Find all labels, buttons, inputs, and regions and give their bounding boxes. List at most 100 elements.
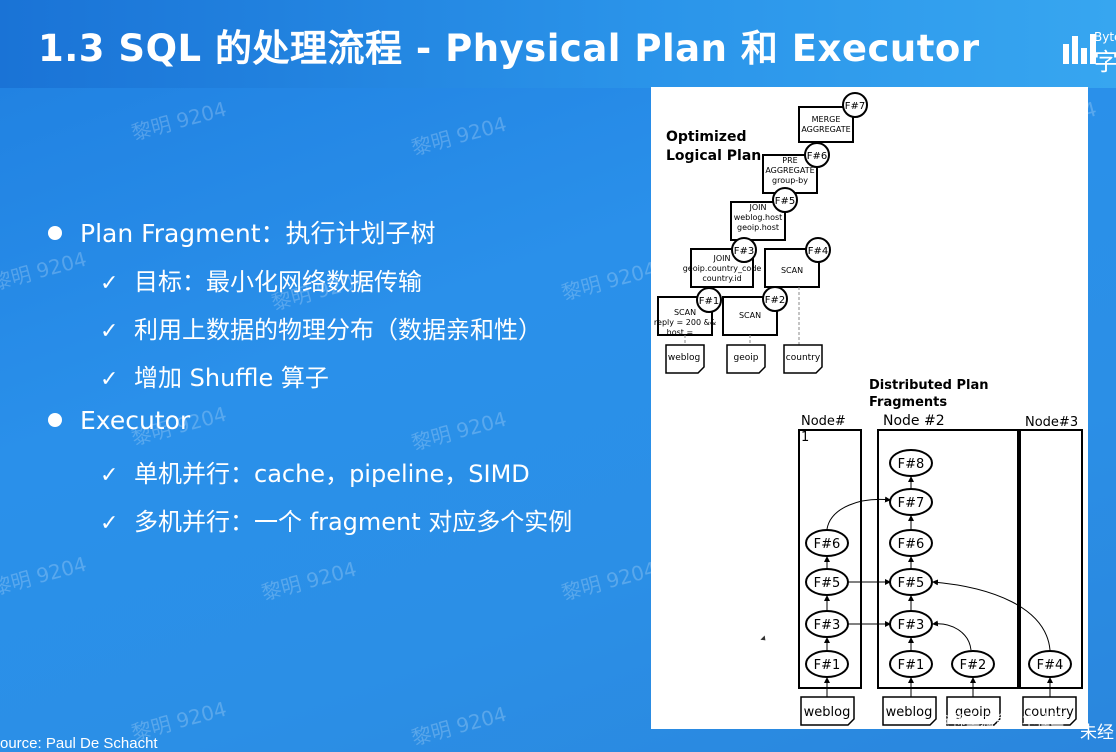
- watermark: 黎明 9204: [408, 701, 510, 751]
- subitem: ✓ 多机并行：一个 fragment 对应多个实例: [100, 502, 572, 537]
- node-label: country.id: [702, 274, 741, 283]
- fragment-circle: F#4: [805, 237, 831, 263]
- distributed-plan-title: Fragments: [869, 395, 947, 410]
- watermark: 黎明 9204: [408, 406, 510, 456]
- bullet-text: Executor: [80, 406, 191, 435]
- node-2-label: Node #2: [883, 413, 945, 429]
- subitem-text: 利用上数据的物理分布（数据亲和性）: [134, 316, 542, 344]
- check-icon: ✓: [100, 367, 119, 392]
- credit-watermark: @稀土掘金技术社区: [938, 713, 1064, 729]
- source-text: ource: Paul De Schacht: [0, 735, 158, 752]
- fragment-label: F#4: [1037, 658, 1064, 673]
- join-host-node: JOIN weblog.host geoip.host: [730, 201, 786, 241]
- table-label: weblog: [668, 353, 700, 363]
- subitem: ✓增加 Shuffle 算子: [100, 358, 329, 393]
- logical-plan-title: Logical Plan: [666, 148, 761, 164]
- bullet-dot-icon: [48, 226, 62, 240]
- table-label: weblog: [886, 705, 933, 720]
- node-label: SCAN: [781, 266, 803, 275]
- distributed-plan-title: Distributed Plan: [869, 378, 989, 393]
- node-label: weblog.host: [734, 213, 783, 222]
- fragment-label: F#5: [898, 576, 925, 591]
- fragment-label: F#1: [898, 658, 925, 673]
- n2-fragment: F#6: [889, 529, 933, 557]
- subitem: ✓ 利用上数据的物理分布（数据亲和性）: [100, 310, 542, 345]
- fragment-label: F#6: [898, 537, 925, 552]
- watermark: 黎明 9204: [128, 96, 230, 146]
- title-bar: [0, 0, 1116, 88]
- corner-text: 未经: [1080, 723, 1114, 743]
- fragment-circle: F#5: [772, 187, 798, 213]
- join-country-node: JOIN geoip.country_code country.id: [683, 248, 762, 288]
- node-label: JOIN: [749, 203, 767, 212]
- node-label: PRE: [782, 156, 797, 165]
- table-geoip: geoip: [726, 344, 766, 374]
- fragment-label: F#5: [775, 196, 796, 207]
- node-1-label: 1: [801, 430, 809, 445]
- n2-fragment: F#3: [889, 610, 933, 638]
- n2-fragment: F#2: [951, 650, 995, 678]
- n2-table: weblog: [882, 696, 937, 726]
- n2-fragment: F#5: [889, 568, 933, 596]
- fragment-circle: F#7: [842, 92, 868, 118]
- fragment-label: F#1: [814, 658, 841, 673]
- node-1-label: Node#: [801, 414, 846, 429]
- fragment-label: F#1: [699, 296, 720, 307]
- subitem-text: 单机并行：cache，pipeline，SIMD: [134, 460, 530, 488]
- n2-table: geoip: [946, 696, 1001, 726]
- bytedance-logo-icon: [1063, 34, 1096, 64]
- watermark: 黎明 9204: [558, 556, 660, 606]
- fragment-circle: F#6: [804, 142, 830, 168]
- fragment-label: F#4: [808, 246, 829, 257]
- n2-fragment: F#8: [889, 449, 933, 477]
- node-3-box: [1019, 429, 1083, 689]
- fragment-label: F#6: [807, 151, 828, 162]
- fragment-label: F#6: [814, 537, 841, 552]
- fragment-label: F#5: [814, 576, 841, 591]
- n1-fragment: F#3: [805, 610, 849, 638]
- node-label: JOIN: [713, 254, 731, 263]
- logo-text-cjk: 字: [1094, 48, 1116, 76]
- n1-fragment: F#1: [805, 650, 849, 678]
- node-label: SCAN: [674, 308, 696, 317]
- subitem-text: 多机并行：一个 fragment 对应多个实例: [134, 508, 573, 536]
- plan-diagram: Optimized Logical Plan MERGE AGGREGATE P…: [651, 87, 1088, 729]
- table-weblog: weblog: [665, 344, 705, 374]
- logical-plan-title: Optimized: [666, 129, 746, 145]
- n3-fragment: F#4: [1028, 650, 1072, 678]
- node-label: SCAN: [739, 311, 761, 320]
- node-label: host = ...: [667, 328, 704, 337]
- fragment-label: F#3: [898, 618, 925, 633]
- table-label: country: [786, 353, 821, 363]
- table-label: geoip: [955, 705, 991, 720]
- watermark: 黎明 9204: [408, 111, 510, 161]
- fragment-label: F#2: [960, 658, 987, 673]
- watermark: 黎明 9204: [558, 256, 660, 306]
- check-icon: ✓: [100, 511, 119, 536]
- n2-fragment: F#7: [889, 488, 933, 516]
- subitem: ✓单机并行：cache，pipeline，SIMD: [100, 454, 530, 489]
- merge-aggregate-node: MERGE AGGREGATE: [798, 106, 854, 143]
- check-icon: ✓: [100, 271, 119, 296]
- node-label: geoip.host: [737, 223, 779, 232]
- watermark: 黎明 9204: [258, 556, 360, 606]
- fragment-circle: F#2: [762, 286, 788, 312]
- watermark: 黎明 9204: [0, 246, 90, 296]
- fragment-circle: F#3: [731, 237, 757, 263]
- node-label: AGGREGATE: [801, 125, 850, 134]
- n2-fragment: F#1: [889, 650, 933, 678]
- fragment-label: F#7: [845, 101, 866, 112]
- node-label: geoip.country_code: [683, 264, 762, 273]
- check-icon: ✓: [100, 319, 119, 344]
- table-label: country: [1024, 705, 1074, 720]
- bullet-dot-icon: [48, 413, 62, 427]
- fragment-label: F#3: [734, 246, 755, 257]
- table-country: country: [783, 344, 823, 374]
- table-label: weblog: [804, 705, 851, 720]
- n1-fragment: F#5: [805, 568, 849, 596]
- fragment-circle: F#1: [696, 287, 722, 313]
- subitem: ✓目标：最小化网络数据传输: [100, 262, 422, 297]
- logo-text: Byte: [1094, 30, 1116, 44]
- node-label: AGGREGATE: [765, 166, 814, 175]
- slide-title: 1.3 SQL 的处理流程 - Physical Plan 和 Executor: [38, 27, 980, 70]
